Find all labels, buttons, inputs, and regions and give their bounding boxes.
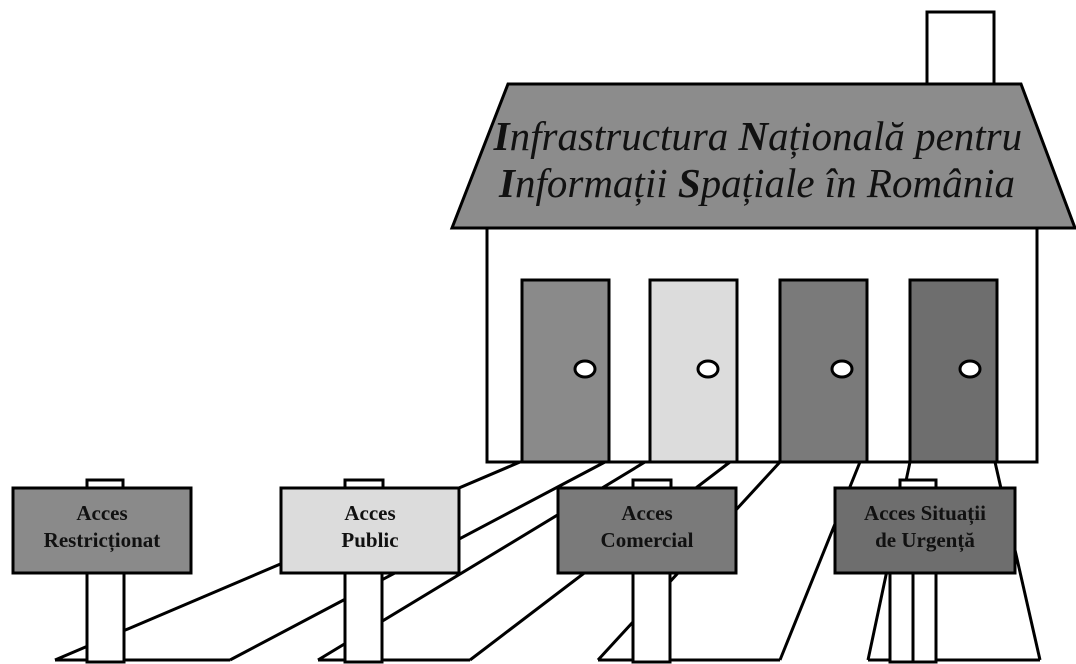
door-emergency: [908, 278, 999, 464]
sign-label-line: Comercial: [601, 528, 694, 552]
sign-label-line: Acces: [621, 501, 672, 525]
sign-label-line: Acces: [76, 501, 127, 525]
sign-post: [343, 570, 384, 664]
door-knob: [830, 359, 854, 379]
sign-board: [556, 486, 738, 575]
sign-label-line: Public: [341, 528, 398, 552]
door-panel: [778, 278, 869, 464]
sign-post: [85, 570, 126, 664]
title-capital-letter: I: [498, 160, 517, 206]
house-roof: [449, 82, 1076, 230]
house-title: Infrastructura Națională pentru Informaț…: [493, 113, 1033, 206]
sign-label-line: de Urgență: [875, 528, 975, 553]
title-text: ațională pentru: [768, 113, 1022, 159]
title-capital-letter: S: [678, 160, 701, 206]
sign-board: [833, 486, 1017, 575]
door-panel: [908, 278, 999, 464]
title-text: nfrastructura: [510, 113, 739, 159]
house-title-line-2: Informații Spațiale în România: [498, 160, 1015, 206]
door-panel: [648, 278, 739, 464]
sign-post: [631, 570, 672, 664]
title-text: pațiale în România: [698, 160, 1015, 206]
sign-label-line: Acces Situații: [864, 501, 986, 526]
house-title-line-1: Infrastructura Națională pentru: [493, 113, 1023, 159]
doors: [520, 278, 999, 464]
title-capital-letter: N: [738, 113, 770, 159]
door-commercial: [778, 278, 869, 464]
sign-board: [279, 486, 461, 575]
sign-board: [11, 486, 193, 575]
door-knob: [696, 359, 720, 379]
sign-label-line: Acces: [344, 501, 395, 525]
door-knob: [958, 359, 982, 379]
sign-label-line: Restricționat: [44, 528, 161, 553]
door-public: [648, 278, 739, 464]
door-knob: [573, 359, 597, 379]
chimney: [925, 10, 996, 89]
title-text: nformații: [515, 160, 678, 206]
title-capital-letter: I: [493, 113, 512, 159]
door-restricted: [520, 278, 611, 464]
